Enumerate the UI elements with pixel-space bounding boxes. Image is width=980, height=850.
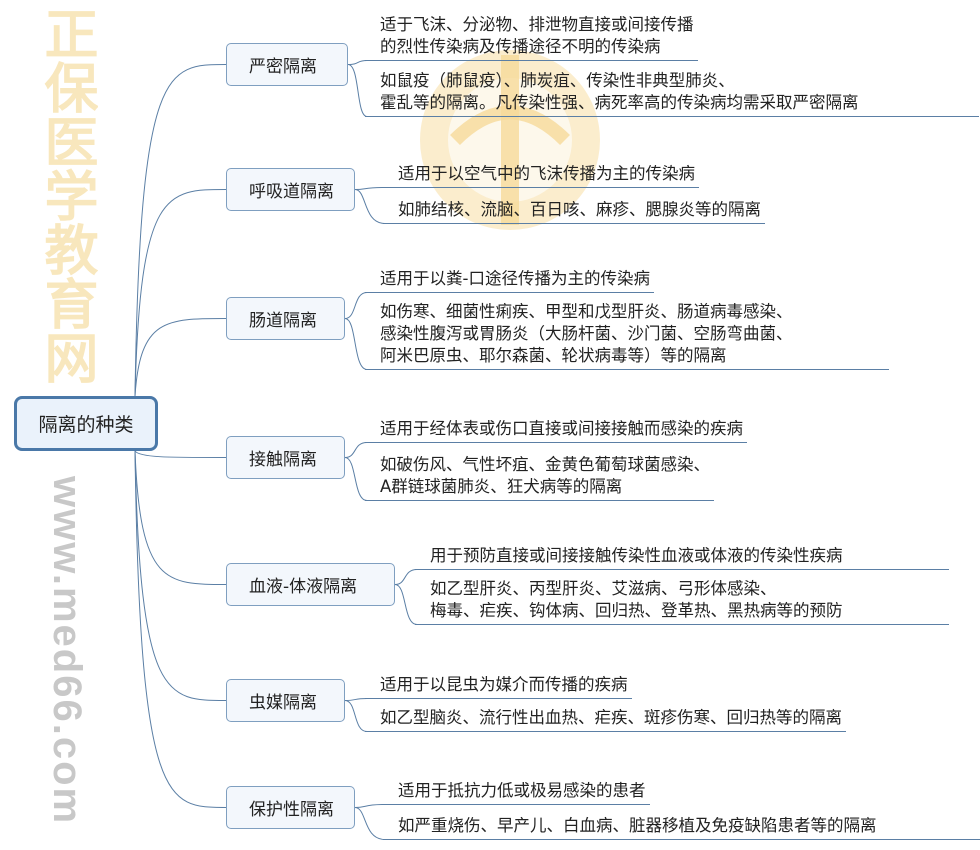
leaf-text-line: 如伤寒、细菌性痢疾、甲型和戊型肝炎、肠道病毒感染、 [380, 302, 793, 321]
leaf-text-line: 适用于以昆虫为媒介而传播的疾病 [380, 675, 628, 694]
leaf-node[interactable]: 适用于以昆虫为媒介而传播的疾病 [365, 674, 632, 699]
connector-line [344, 318, 368, 370]
leaf-node[interactable]: 用于预防直接或间接接触传染性血液或体液的传染性疾病 [415, 545, 949, 570]
connector-line [134, 450, 227, 458]
leaf-node[interactable]: 如破伤风、气性坏疽、金黄色葡萄球菌感染、 A群链球菌肺炎、狂犬病等的隔离 [365, 454, 714, 501]
root-node[interactable]: 隔离的种类 [14, 396, 158, 451]
leaf-text-line: 适用于以空气中的飞沫传播为主的传染病 [398, 164, 695, 183]
leaf-text-line: 霍乱等的隔离。凡传染性强、病死率高的传染病均需采取严密隔离 [380, 93, 859, 112]
leaf-node[interactable]: 如鼠疫（肺鼠疫）、肺炭疽、传染性非典型肺炎、霍乱等的隔离。凡传染性强、病死率高的… [365, 70, 979, 117]
connector-line [134, 450, 227, 585]
leaf-text-line: 梅毒、疟疾、钩体病、回归热、登革热、黑热病等的预防 [430, 601, 843, 620]
connector-line [134, 450, 227, 701]
leaf-node[interactable]: 适于飞沫、分泌物、排泄物直接或间接传播的烈性传染病及传播途径不明的传染病 [365, 14, 698, 61]
connector-line [347, 64, 368, 117]
leaf-text-line: 如肺结核、流脑、百日咳、麻疹、腮腺炎等的隔离 [398, 200, 761, 219]
connector-line [394, 584, 418, 625]
branch-node[interactable]: 虫媒隔离 [226, 679, 345, 722]
leaf-text-line: 的烈性传染病及传播途径不明的传染病 [380, 37, 661, 56]
leaf-text-line: 阿米巴原虫、耶尔森菌、轮状病毒等）等的隔离 [380, 346, 727, 365]
connector-line [344, 292, 368, 319]
leaf-text-line: 适于飞沫、分泌物、排泄物直接或间接传播 [380, 15, 694, 34]
leaf-text-line: 适用于以粪-口途径传播为主的传染病 [380, 269, 650, 288]
connector-line [344, 442, 368, 458]
leaf-node[interactable]: 适用于经体表或伤口直接或间接接触而感染的疾病 [365, 418, 747, 443]
connector-line [134, 64, 227, 397]
leaf-node[interactable]: 如乙型脑炎、流行性出血热、疟疾、斑疹伤寒、回归热等的隔离 [365, 707, 846, 732]
branch-node[interactable]: 接触隔离 [226, 436, 345, 479]
connector-line [394, 569, 418, 585]
branch-node[interactable]: 保护性隔离 [226, 786, 355, 829]
connector-line [354, 189, 386, 224]
leaf-node[interactable]: 适用于以空气中的飞沫传播为主的传染病 [383, 163, 699, 188]
connector-line [344, 700, 368, 732]
connector-line [347, 60, 368, 65]
leaf-node[interactable]: 如乙型肝炎、丙型肝炎、艾滋病、弓形体感染、梅毒、疟疾、钩体病、回归热、登革热、黑… [415, 578, 949, 625]
branch-node[interactable]: 严密隔离 [226, 43, 348, 86]
leaf-text-line: 如严重烧伤、早产儿、白血病、脏器移植及免疫缺陷患者等的隔离 [398, 816, 877, 835]
leaf-text-line: 适用于经体表或伤口直接或间接接触而感染的疾病 [380, 419, 743, 438]
leaf-text-line: 适用于抵抗力低或极易感染的患者 [398, 781, 646, 800]
leaf-text-line: 如鼠疫（肺鼠疫）、肺炭疽、传染性非典型肺炎、 [380, 71, 735, 90]
leaf-text-line: A群链球菌肺炎、狂犬病等的隔离 [380, 477, 623, 496]
leaf-text-line: 用于预防直接或间接接触传染性血液或体液的传染性疾病 [430, 546, 843, 565]
connector-line [354, 804, 386, 808]
connector-line [134, 189, 227, 397]
leaf-node[interactable]: 适用于抵抗力低或极易感染的患者 [383, 780, 650, 805]
leaf-node[interactable]: 适用于以粪-口途径传播为主的传染病 [365, 268, 654, 293]
leaf-node[interactable]: 如伤寒、细菌性痢疾、甲型和戊型肝炎、肠道病毒感染、感染性腹泻或胃肠炎（大肠杆菌、… [365, 301, 889, 370]
connector-line [344, 457, 368, 501]
connector-line [134, 318, 227, 397]
leaf-node[interactable]: 如严重烧伤、早产儿、白血病、脏器移植及免疫缺陷患者等的隔离 [383, 815, 980, 840]
leaf-text-line: 如乙型脑炎、流行性出血热、疟疾、斑疹伤寒、回归热等的隔离 [380, 708, 842, 727]
branch-node[interactable]: 呼吸道隔离 [226, 168, 355, 211]
branch-node[interactable]: 肠道隔离 [226, 297, 345, 340]
leaf-text-line: 感染性腹泻或胃肠炎（大肠杆菌、沙门菌、空肠弯曲菌、 [380, 324, 793, 343]
branch-node[interactable]: 血液-体液隔离 [226, 563, 395, 606]
leaf-node[interactable]: 如肺结核、流脑、百日咳、麻疹、腮腺炎等的隔离 [383, 199, 765, 224]
connector-line [354, 187, 386, 190]
leaf-text-line: 如破伤风、气性坏疽、金黄色葡萄球菌感染、 [380, 455, 710, 474]
connector-line [344, 698, 368, 701]
connector-line [354, 807, 386, 840]
leaf-text-line: 如乙型肝炎、丙型肝炎、艾滋病、弓形体感染、 [430, 579, 777, 598]
connector-line [134, 450, 227, 808]
